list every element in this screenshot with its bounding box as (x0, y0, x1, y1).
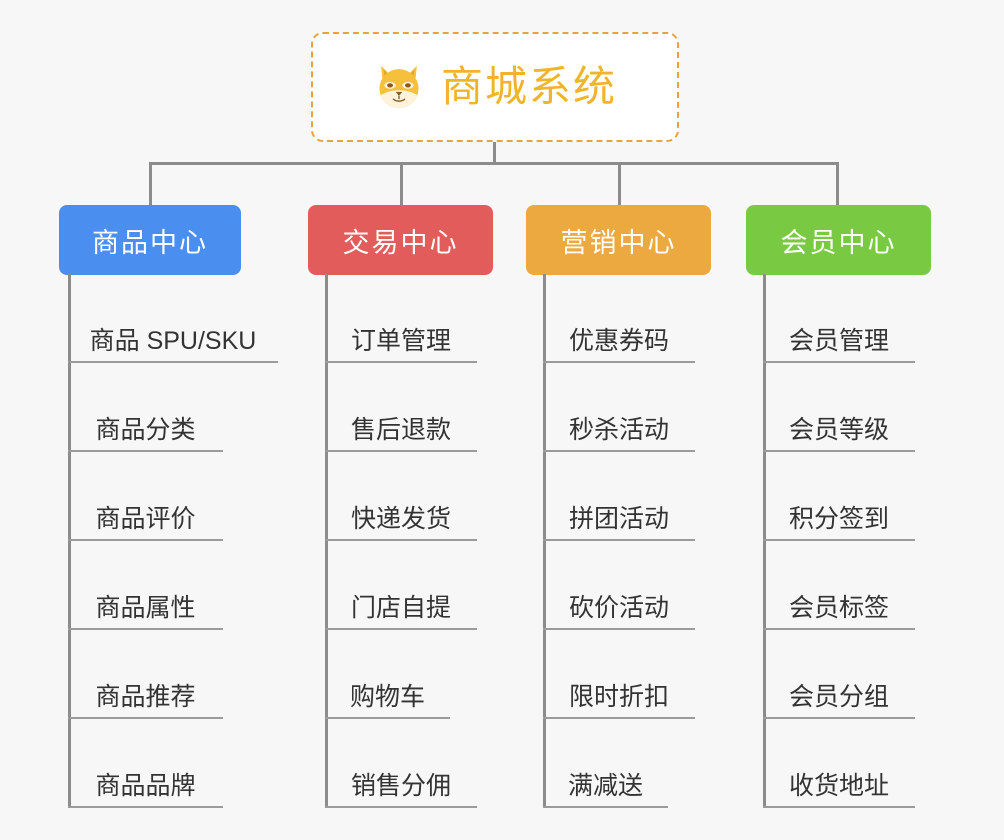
leaf-spine-marketing-center (543, 274, 546, 808)
leaf-item[interactable]: 会员等级 (763, 363, 915, 452)
category-title-product-center: 商品中心 (92, 227, 208, 258)
leaf-item-label: 商品分类 (95, 415, 196, 444)
leaf-item[interactable]: 门店自提 (325, 541, 477, 630)
category-box-member-center[interactable]: 会员中心 (746, 205, 931, 275)
leaf-item[interactable]: 收货地址 (763, 719, 915, 808)
leaf-item-label: 商品推荐 (95, 682, 196, 711)
leaf-item[interactable]: 拼团活动 (543, 452, 695, 541)
leaf-spine-member-center (763, 274, 766, 808)
connector-drop-marketing-center (618, 162, 621, 205)
leaf-item[interactable]: 秒杀活动 (543, 363, 695, 452)
category-box-trade-center[interactable]: 交易中心 (308, 205, 493, 275)
leaf-item[interactable]: 优惠券码 (543, 274, 695, 363)
leaf-item-label: 会员标签 (788, 593, 889, 622)
category-title-marketing-center: 营销中心 (560, 227, 677, 258)
leaf-item[interactable]: 销售分佣 (325, 719, 477, 808)
root-title: 商城系统 (440, 63, 617, 110)
category-box-product-center[interactable]: 商品中心 (59, 205, 241, 275)
connector-drop-trade-center (400, 162, 403, 205)
category-title-member-center: 会员中心 (780, 227, 897, 258)
leaf-item-label: 快递发货 (350, 504, 451, 533)
leaf-item-label: 门店自提 (350, 593, 451, 622)
leaf-item[interactable]: 积分签到 (763, 452, 915, 541)
leaf-item[interactable]: 订单管理 (325, 274, 477, 363)
leaf-item[interactable]: 砍价活动 (543, 541, 695, 630)
leaf-item[interactable]: 限时折扣 (543, 630, 695, 719)
leaf-item-label: 会员管理 (788, 326, 889, 355)
leaf-item-label: 销售分佣 (350, 771, 451, 800)
leaf-spine-product-center (68, 274, 71, 808)
leaf-item-label: 商品 SPU/SKU (89, 326, 257, 355)
leaf-spine-trade-center (325, 274, 328, 808)
leaf-item-label: 收货地址 (788, 771, 889, 800)
connector-root-stem (493, 142, 496, 164)
leaf-item-label: 售后退款 (350, 415, 451, 444)
leaf-item[interactable]: 商品分类 (68, 363, 223, 452)
leaf-item[interactable]: 商品评价 (68, 452, 223, 541)
category-title-trade-center: 交易中心 (342, 227, 459, 258)
leaf-item-label: 会员分组 (788, 682, 889, 711)
leaf-item[interactable]: 商品属性 (68, 541, 223, 630)
leaf-item-label: 商品品牌 (95, 771, 196, 800)
category-box-marketing-center[interactable]: 营销中心 (526, 205, 711, 275)
leaf-item-label: 优惠券码 (568, 326, 669, 355)
root-node[interactable]: 商城系统 (311, 32, 679, 142)
leaf-item-label: 积分签到 (788, 504, 889, 533)
leaf-item-label: 商品属性 (95, 593, 196, 622)
leaf-item[interactable]: 售后退款 (325, 363, 477, 452)
leaf-item[interactable]: 商品 SPU/SKU (68, 274, 278, 363)
leaf-item[interactable]: 快递发货 (325, 452, 477, 541)
connector-bus-bar (149, 162, 839, 165)
leaf-item-label: 商品评价 (95, 504, 196, 533)
leaf-item[interactable]: 购物车 (325, 630, 450, 719)
leaf-item[interactable]: 商品推荐 (68, 630, 223, 719)
shiba-inu-icon (379, 65, 419, 109)
leaf-item[interactable]: 商品品牌 (68, 719, 223, 808)
leaf-item-label: 砍价活动 (568, 593, 669, 622)
leaf-item-label: 订单管理 (350, 326, 451, 355)
leaf-item[interactable]: 会员标签 (763, 541, 915, 630)
leaf-item[interactable]: 满减送 (543, 719, 668, 808)
leaf-item[interactable]: 会员管理 (763, 274, 915, 363)
leaf-item-label: 拼团活动 (568, 504, 669, 533)
leaf-item-label: 限时折扣 (568, 682, 669, 711)
connector-drop-member-center (836, 162, 839, 205)
leaf-item[interactable]: 会员分组 (763, 630, 915, 719)
leaf-item-label: 秒杀活动 (568, 415, 669, 444)
connector-drop-product-center (149, 162, 152, 205)
leaf-item-label: 会员等级 (788, 415, 889, 444)
leaf-item-label: 满减送 (567, 771, 643, 800)
leaf-item-label: 购物车 (349, 682, 425, 711)
